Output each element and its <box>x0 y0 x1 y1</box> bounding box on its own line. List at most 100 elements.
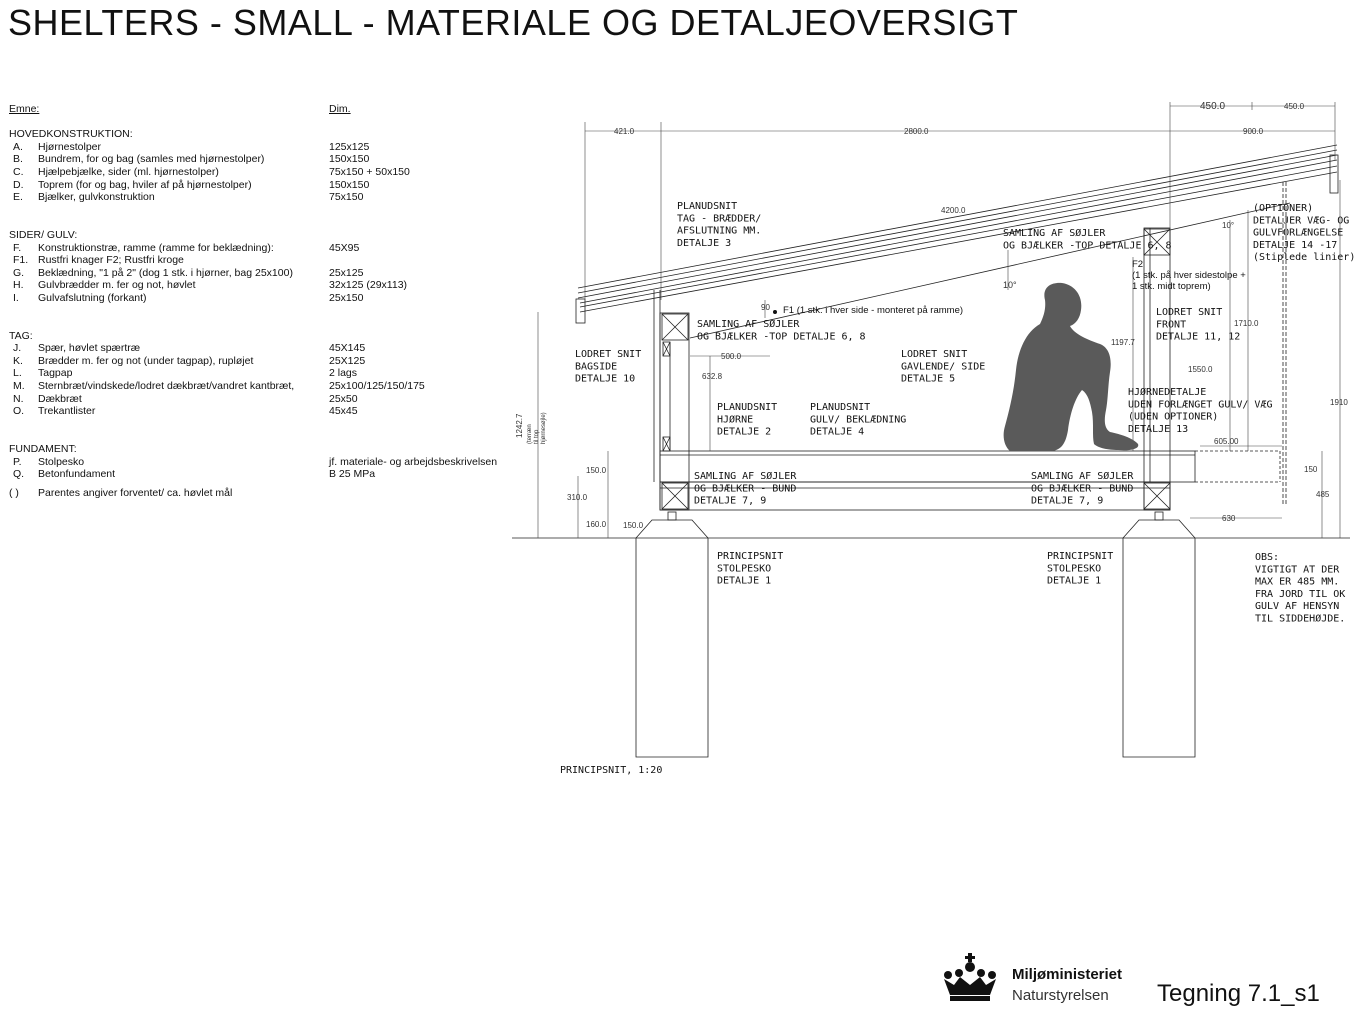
note-tag-plan-line: TAG - BRÆDDER/ <box>677 213 761 224</box>
foundation-left <box>635 519 709 758</box>
dim-450b: 450.0 <box>1284 102 1305 111</box>
item-description: Bjælker, gulvkonstruktion <box>38 191 155 204</box>
note-samling-bund-left-line: SAMLING AF SØJLER <box>694 470 797 482</box>
item-description: Hjørnestolper <box>38 140 102 153</box>
note-samling-top-right-line: OG BJÆLKER -TOP DETALJE 6, 8 <box>1003 240 1172 251</box>
item-code: P. <box>13 455 22 468</box>
note-tag-plan-line: PLANUDSNIT <box>677 201 737 212</box>
item-code: G. <box>13 266 25 279</box>
item-code: N. <box>13 392 24 405</box>
item-description: Toprem (for og bag, hviler af på hjørnes… <box>38 178 252 191</box>
corner-post-right <box>1143 227 1171 511</box>
item-description: Bundrem, for og bag (samles med hjørnest… <box>38 153 265 166</box>
note-stolpesko-left-line: PRINCIPSNIT <box>717 551 783 562</box>
legend-item: A. Hjørnestolper 125x125 <box>9 141 509 154</box>
note-lodret-gavl-line: DETALJE 5 <box>901 374 955 385</box>
note-hjorne-detalje-line: DETALJE 13 <box>1128 424 1188 435</box>
note-obs-line: VIGTIGT AT DER <box>1255 564 1340 575</box>
item-description: Brædder m. fer og not (under tagpap), ru… <box>38 354 254 367</box>
angle-10-a: 10° <box>1003 280 1017 290</box>
note-optioner-line: (Stiplede linier) <box>1253 252 1355 263</box>
dim-150c: 150 <box>1304 465 1318 474</box>
subject-header: Emne: <box>9 103 40 115</box>
item-code: A. <box>13 140 23 153</box>
group-name: SIDER/ GULV: <box>9 228 78 241</box>
note-stolpesko-left-line: DETALJE 1 <box>717 576 771 587</box>
note-optioner-line: DETALJE 14 -17 <box>1253 240 1337 251</box>
note-lodret-bag-line: DETALJE 10 <box>575 374 635 385</box>
note-lodret-front-line: DETALJE 11, 12 <box>1156 332 1240 343</box>
note-tag-plan-line: AFSLUTNING MM. <box>677 226 761 237</box>
item-dimension: 25X125 <box>329 354 366 367</box>
note-obs-line: TIL SIDDEHØJDE. <box>1255 613 1345 625</box>
item-code: K. <box>13 354 23 367</box>
dim-1242-note: (terræn til top hjørnesøjle) <box>527 412 547 444</box>
item-dimension: 2 lags <box>329 367 358 380</box>
item-code: F. <box>13 241 22 254</box>
note-plan-gulv-line: DETALJE 4 <box>810 427 864 438</box>
legend-item: F. Konstruktionstræ, ramme (ramme for bek… <box>9 242 509 255</box>
dim-310: 310.0 <box>567 493 588 502</box>
post-shoe-right <box>1154 511 1164 521</box>
note-samling-top-left-line: OG BJÆLKER -TOP DETALJE 6, 8 <box>697 331 866 342</box>
note-tag-plan-line: DETALJE 3 <box>677 238 731 249</box>
joint-box-top-right <box>1143 228 1171 256</box>
dim-160: 160.0 <box>586 520 607 529</box>
joint-box-bottom-left <box>661 482 689 510</box>
item-description: Trekantlister <box>38 405 96 418</box>
item-dimension: 25x50 <box>329 392 358 405</box>
legend-note: ( )Parentes angiver forventet/ ca. høvle… <box>9 487 509 500</box>
item-code: O. <box>13 405 25 418</box>
svg-text:til top: til top <box>534 429 540 444</box>
note-lodret-gavl-line: LODRET SNIT <box>901 349 967 360</box>
item-dimension: 25x150 <box>329 291 364 304</box>
legend-item: K. Brædder m. fer og not (under tagpap), … <box>9 355 509 368</box>
note-samling-bund-right-line: OG BJÆLKER - BUND <box>1031 483 1133 494</box>
item-dimension: 125x125 <box>329 140 370 153</box>
note-samling-bund-right-line: DETALJE 7, 9 <box>1031 496 1103 507</box>
note-principsnit-line: PRINCIPSNIT, 1:20 <box>560 765 662 776</box>
org-name: Miljøministeriet <box>1012 966 1123 983</box>
roof <box>575 144 1339 506</box>
item-description: Beklædning, "1 på 2" (dog 1 stk. i hjørn… <box>38 266 293 279</box>
legend-group-title: TAG: <box>9 330 509 343</box>
item-code: M. <box>13 380 25 393</box>
corner-post-left <box>659 312 690 511</box>
note-samling-bund-left-line: DETALJE 7, 9 <box>694 496 766 507</box>
legend-item: G. Beklædning, "1 på 2" (dog 1 stk. i hjø… <box>9 267 509 280</box>
dim-header: Dim. <box>329 103 351 115</box>
angle-90: 90 <box>761 303 770 312</box>
note-f1-line: F1 (1 stk. i hver side - monteret på ram… <box>783 305 963 316</box>
note-plan-hjorne-line: PLANUDSNIT <box>717 402 777 413</box>
note-plan-gulv-line: GULV/ BEKLÆDNING <box>810 414 906 425</box>
item-description: Konstruktionstræ, ramme (ramme for beklæ… <box>38 241 274 254</box>
group-name: TAG: <box>9 329 33 342</box>
note-lodret-bag-line: LODRET SNIT <box>575 349 641 360</box>
item-code: L. <box>13 367 22 380</box>
note-f2-line: F2 <box>1132 259 1143 270</box>
item-code: D. <box>13 178 24 191</box>
angle-10-b: 10° <box>1222 221 1234 230</box>
dim-150a: 150.0 <box>586 466 607 475</box>
note-stolpesko-left-line: STOLPESKO <box>717 563 771 574</box>
item-dimension: 45x45 <box>329 405 358 418</box>
crown-logo <box>944 953 996 1001</box>
dim-485: 485 <box>1316 490 1330 499</box>
note-samling-top-left-line: SAMLING AF SØJLER <box>697 318 800 330</box>
note-optioner-line: GULVFORLÆNGELSE <box>1253 228 1343 239</box>
item-dimension: 25x100/125/150/175 <box>329 380 425 393</box>
dim-1550: 1550.0 <box>1188 365 1213 374</box>
dim-900: 900.0 <box>1243 127 1264 136</box>
item-dimension: 150x150 <box>329 178 370 191</box>
person-silhouette <box>1003 282 1139 451</box>
dim-150b: 150.0 <box>623 521 644 530</box>
svg-text:hjørnesøjle): hjørnesøjle) <box>541 412 547 444</box>
dim-1710: 1710.0 <box>1234 319 1259 328</box>
dim-421: 421.0 <box>614 127 635 136</box>
note-hjorne-detalje-line: (UDEN OPTIONER) <box>1128 412 1218 423</box>
